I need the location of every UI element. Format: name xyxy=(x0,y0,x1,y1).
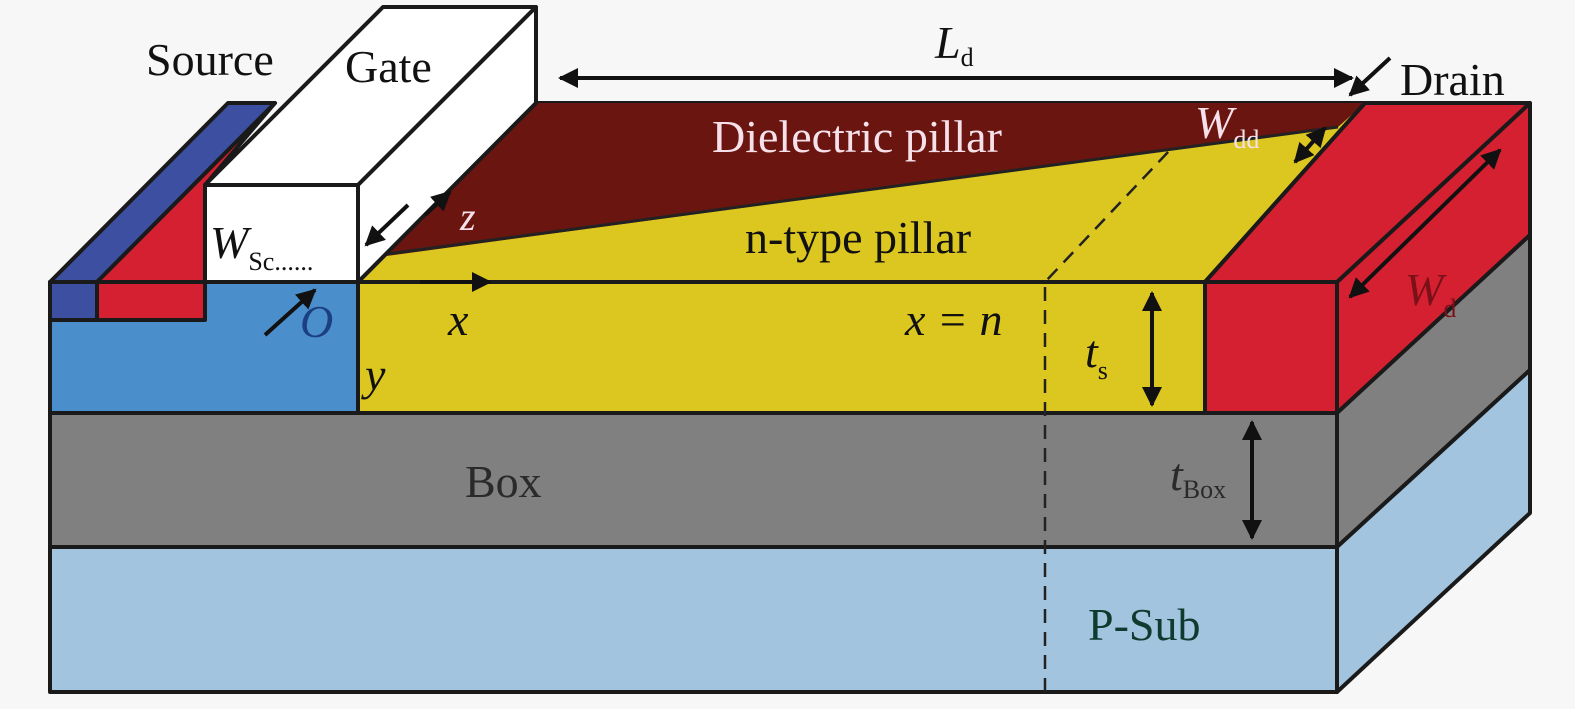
source-blue-front xyxy=(48,280,99,322)
origin-label: O xyxy=(300,296,333,347)
y-axis-label: y xyxy=(361,349,386,400)
wdd-arrow xyxy=(1293,126,1327,164)
tbox-label: tBox xyxy=(1170,449,1226,504)
z-axis-label: z xyxy=(459,194,476,239)
wsc-arrow xyxy=(364,203,410,247)
dielectric-pillar-top xyxy=(358,103,1365,272)
n-type-pillar-label: n-type pillar xyxy=(745,212,971,263)
p-sub-label: P-Sub xyxy=(1088,599,1200,650)
psub-front xyxy=(48,545,1339,694)
ld-label: Ld xyxy=(934,17,974,72)
source-label: Source xyxy=(146,34,274,85)
wdd-label: Wdd xyxy=(1195,97,1259,154)
gate-label: Gate xyxy=(345,41,432,92)
dielectric-boundary xyxy=(371,125,1339,258)
box-front xyxy=(48,411,1339,549)
drain-label: Drain xyxy=(1400,54,1505,105)
wd-arrow xyxy=(1348,148,1502,299)
n-pillar-front xyxy=(356,280,1207,415)
wsc-label: WSc...... xyxy=(210,217,313,276)
drain-front xyxy=(1203,280,1339,415)
x-eq-n-label: x = n xyxy=(904,294,1002,345)
ts-label: ts xyxy=(1085,326,1108,385)
drain-pointer-arrow xyxy=(1348,56,1392,97)
box-label: Box xyxy=(465,456,542,507)
dielectric-pillar-label: Dielectric pillar xyxy=(712,111,1002,162)
x-eq-n-dashed-line xyxy=(1043,149,1171,692)
x-axis-label: x xyxy=(447,294,469,345)
wd-label: Wd xyxy=(1405,264,1456,323)
z-axis-arrow xyxy=(423,190,452,217)
origin-arrow xyxy=(263,288,317,337)
source-red-front xyxy=(95,280,207,322)
